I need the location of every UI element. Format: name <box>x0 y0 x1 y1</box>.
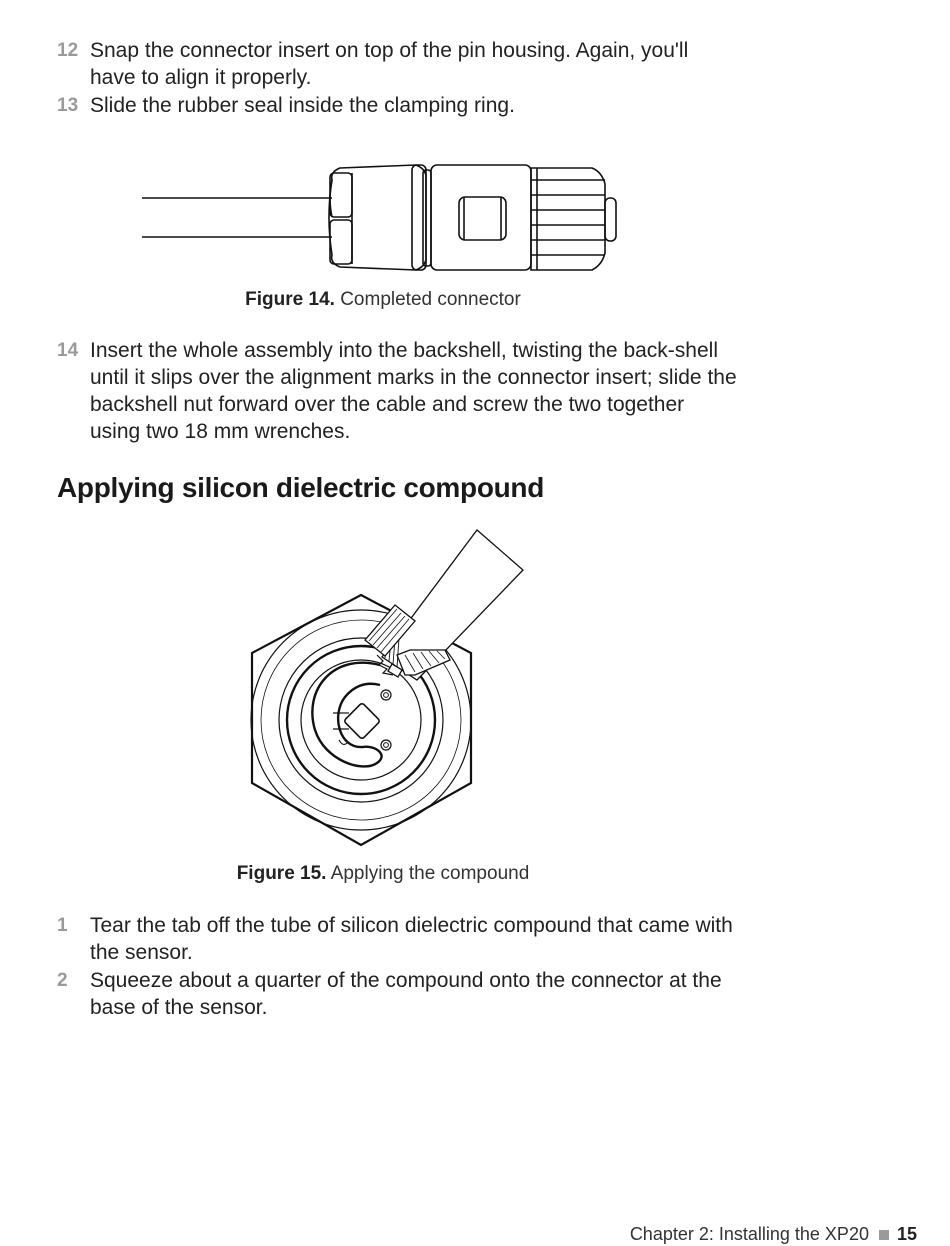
section-heading: Applying silicon dielectric compound <box>57 472 545 503</box>
step-number: 14 <box>57 340 79 361</box>
step-12: 12 Snap the connector insert on top of t… <box>57 37 737 91</box>
figure-caption-text: Completed connector <box>340 289 521 310</box>
step-number: 2 <box>57 970 68 991</box>
figure-14-caption: Figure 14. Completed connector <box>0 289 766 311</box>
compound-illustration <box>250 529 524 847</box>
step-2: 2 Squeeze about a quarter of the compoun… <box>57 967 737 1021</box>
step-text: Slide the rubber seal inside the clampin… <box>90 94 515 117</box>
figure-caption-text: Applying the compound <box>330 863 530 884</box>
step-1: 1 Tear the tab off the tube of silicon d… <box>57 912 737 966</box>
connector-illustration <box>142 164 617 271</box>
step-text: Insert the whole assembly into the backs… <box>90 339 737 443</box>
page-number: 15 <box>896 1224 917 1244</box>
separator-square-icon <box>878 1229 889 1240</box>
step-number: 12 <box>57 40 79 61</box>
figure-label: Figure 15. <box>236 863 327 884</box>
figure-label: Figure 14. <box>245 289 335 310</box>
page-footer: Chapter 2: Installing the XP20 15 <box>630 1224 917 1245</box>
step-number: 13 <box>57 95 79 116</box>
step-text: Tear the tab off the tube of silicon die… <box>90 914 733 964</box>
figure-15-caption: Figure 15. Applying the compound <box>0 863 766 885</box>
step-text: Snap the connector insert on top of the … <box>90 39 689 89</box>
step-13: 13 Slide the rubber seal inside the clam… <box>57 92 737 119</box>
chapter-title: Chapter 2: Installing the XP20 <box>629 1224 869 1244</box>
step-number: 1 <box>57 915 68 936</box>
step-14: 14 Insert the whole assembly into the ba… <box>57 337 737 445</box>
step-text: Squeeze about a quarter of the compound … <box>90 969 722 1019</box>
